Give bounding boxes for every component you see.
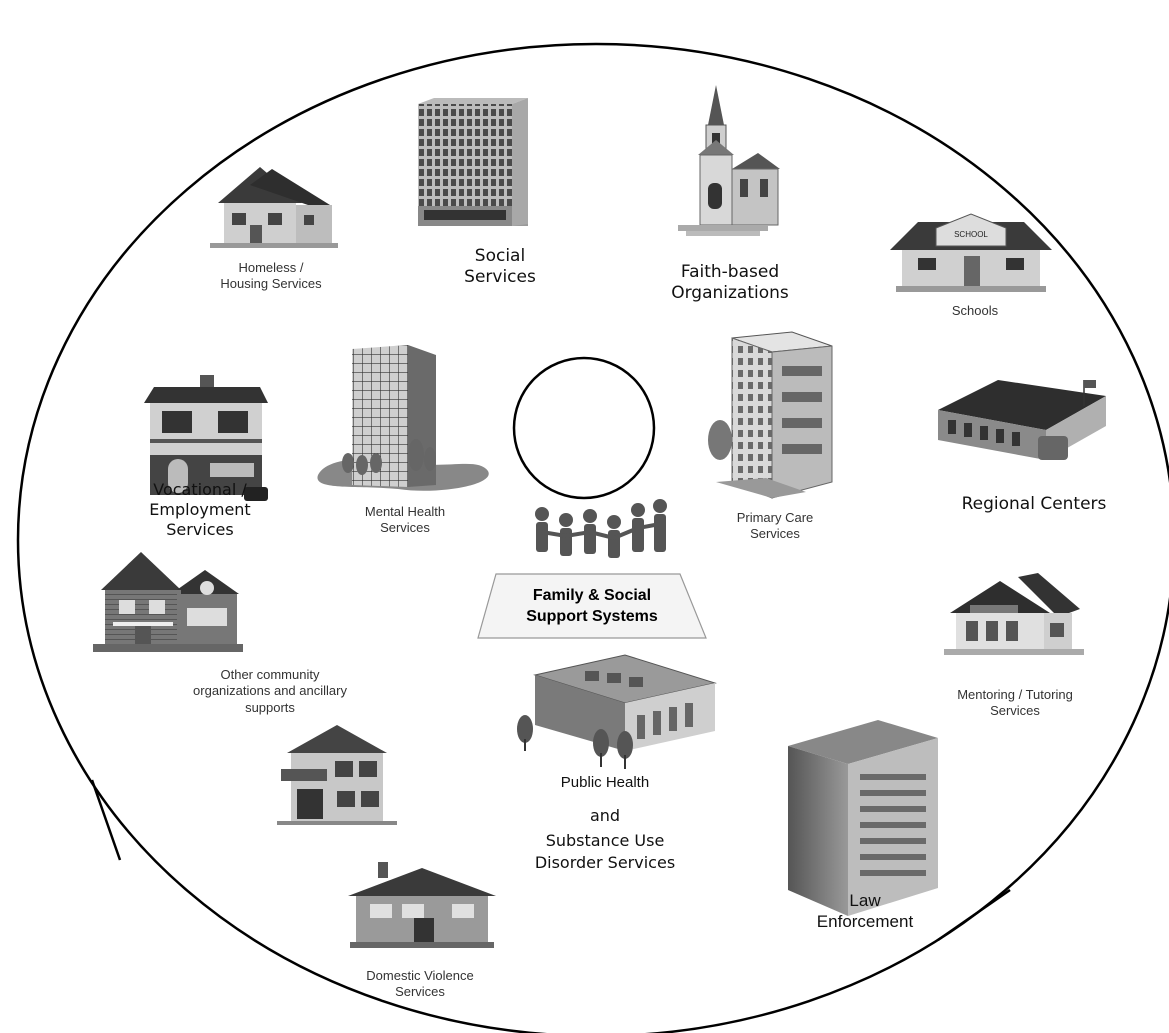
label-mental: Mental Health Services xyxy=(340,504,470,537)
label-line: Vocational / xyxy=(153,480,247,499)
glass-tower-icon xyxy=(317,345,489,491)
label-line: Enforcement xyxy=(816,912,914,932)
label-line: Services xyxy=(750,526,800,542)
label-homeless: Homeless / Housing Services xyxy=(196,260,346,293)
label-schools: Schools xyxy=(920,303,1030,319)
label-faith: Faith-based Organizations xyxy=(650,262,810,305)
label-line: Housing Services xyxy=(220,276,322,292)
border-bottom-accent xyxy=(937,888,1011,942)
regional-center-icon xyxy=(938,380,1106,460)
outer-ellipse xyxy=(16,42,1169,1033)
label-public: Public Health and Substance Use Disorder… xyxy=(520,775,690,871)
border-left-accent xyxy=(90,779,122,861)
apartment-house-icon xyxy=(277,725,397,825)
label-line: Homeless / xyxy=(238,260,304,275)
label-line: Public Health xyxy=(560,774,650,791)
label-regional: Regional Centers xyxy=(944,494,1124,515)
label-line: Primary Care xyxy=(736,510,814,525)
label-line: Faith-based xyxy=(680,262,780,282)
label-line: Services xyxy=(166,520,234,539)
house-icon xyxy=(210,167,338,248)
label-law: Law Enforcement xyxy=(790,890,940,933)
label-line: Schools xyxy=(951,303,999,318)
center-pedestal xyxy=(477,573,707,639)
label-line: Domestic Violence xyxy=(366,968,474,983)
school-sign: SCHOOL xyxy=(954,230,988,239)
school-icon: SCHOOL xyxy=(890,213,1052,292)
mentoring-house-icon xyxy=(944,573,1084,655)
label-line: Services xyxy=(464,267,536,288)
label-domestic: Domestic Violence Services xyxy=(330,968,510,1001)
label-line: Substance Use xyxy=(545,831,665,850)
center-title-line: Support Systems xyxy=(526,607,658,625)
label-primary: Primary Care Services xyxy=(710,510,840,543)
community-house-icon xyxy=(93,552,243,652)
label-mentoring: Mentoring / Tutoring Services xyxy=(930,687,1100,720)
office-building-icon xyxy=(418,98,528,226)
label-line: Mental Health xyxy=(364,504,446,519)
center-circle xyxy=(512,356,656,500)
vocational-building-icon xyxy=(144,375,268,501)
label-line: Organizations xyxy=(671,283,789,304)
label-line: and xyxy=(589,806,621,825)
label-other: Other community organizations and ancill… xyxy=(160,667,380,716)
hospital-icon xyxy=(708,331,833,499)
label-line: Mentoring / Tutoring xyxy=(957,687,1073,702)
label-line: Services xyxy=(395,984,445,1000)
label-line: supports xyxy=(245,699,295,715)
center-title: Family & Social Support Systems xyxy=(492,586,692,628)
label-line: Services xyxy=(990,703,1040,719)
label-line: Law xyxy=(849,891,881,910)
label-line: Social xyxy=(474,246,526,266)
shelter-house-icon xyxy=(348,862,496,948)
label-line: organizations and ancillary xyxy=(193,683,347,699)
family-people-icon xyxy=(535,499,667,558)
label-line: Services xyxy=(380,520,430,536)
police-tower-icon xyxy=(788,720,938,916)
label-vocational: Vocational / Employment Services xyxy=(130,480,270,540)
center-title-line: Family & Social xyxy=(532,587,652,604)
label-line: Employment xyxy=(149,500,251,519)
label-line: Disorder Services xyxy=(534,853,676,872)
public-health-icon xyxy=(517,654,717,769)
label-line: Other community xyxy=(220,667,320,682)
label-social: Social Services xyxy=(440,246,560,289)
church-icon xyxy=(678,85,780,236)
label-line: Regional Centers xyxy=(961,494,1107,514)
